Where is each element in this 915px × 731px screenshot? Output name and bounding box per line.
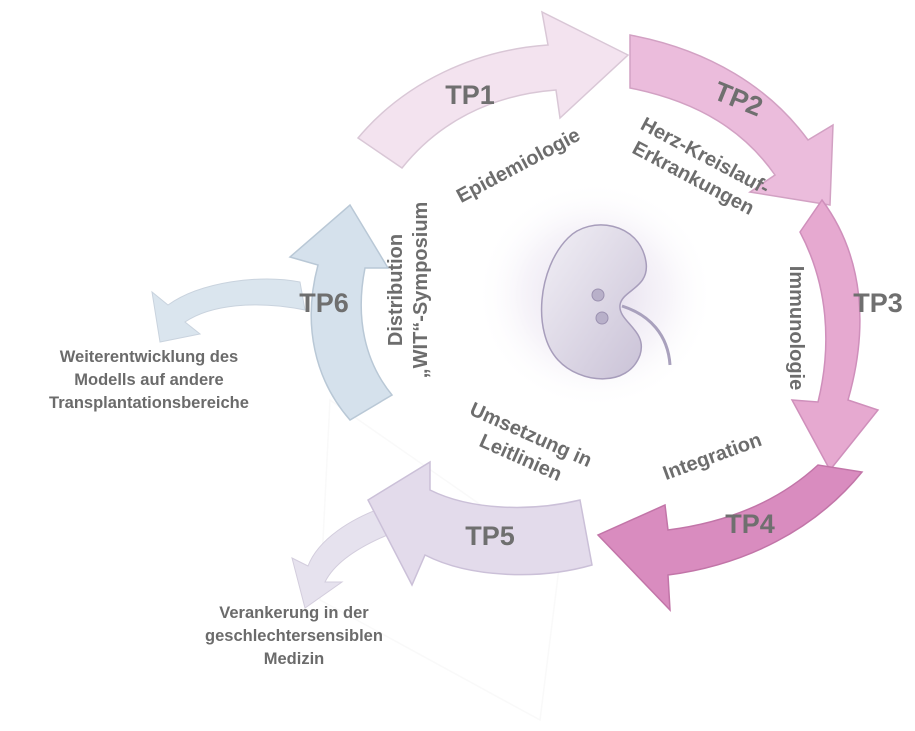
tp6-output-arrow xyxy=(151,278,306,343)
tp1-label: TP1 xyxy=(445,80,495,110)
svg-text:Distribution: Distribution xyxy=(385,234,407,346)
tp6-label: TP6 xyxy=(299,288,349,318)
tp2-arrow xyxy=(629,34,834,206)
tp6-output-text: Weiterentwicklung des Modells auf andere… xyxy=(49,348,249,412)
tp5-label: TP5 xyxy=(465,521,515,551)
tp5-arrow xyxy=(367,460,593,587)
tp6-topic: Distribution „WIT“-Symposium xyxy=(385,202,432,379)
tp5-topic: Umsetzung in Leitlinien xyxy=(466,398,595,485)
tp6-arrow xyxy=(288,203,394,421)
cycle-ring xyxy=(288,10,880,612)
kidney-image xyxy=(475,180,715,410)
tp4-label: TP4 xyxy=(725,509,775,539)
tp4-topic: Integration xyxy=(660,429,765,485)
tp5-output-text: Verankerung in der geschlechtersensiblen… xyxy=(205,604,383,668)
tp4-arrow xyxy=(596,464,864,612)
tp1-arrow xyxy=(356,10,630,170)
tp3-label: TP3 xyxy=(853,288,903,318)
tp3-topic: Immunologie xyxy=(785,266,807,390)
tp5-output-arrow xyxy=(291,504,401,609)
svg-text:„WIT“-Symposium: „WIT“-Symposium xyxy=(410,202,432,379)
